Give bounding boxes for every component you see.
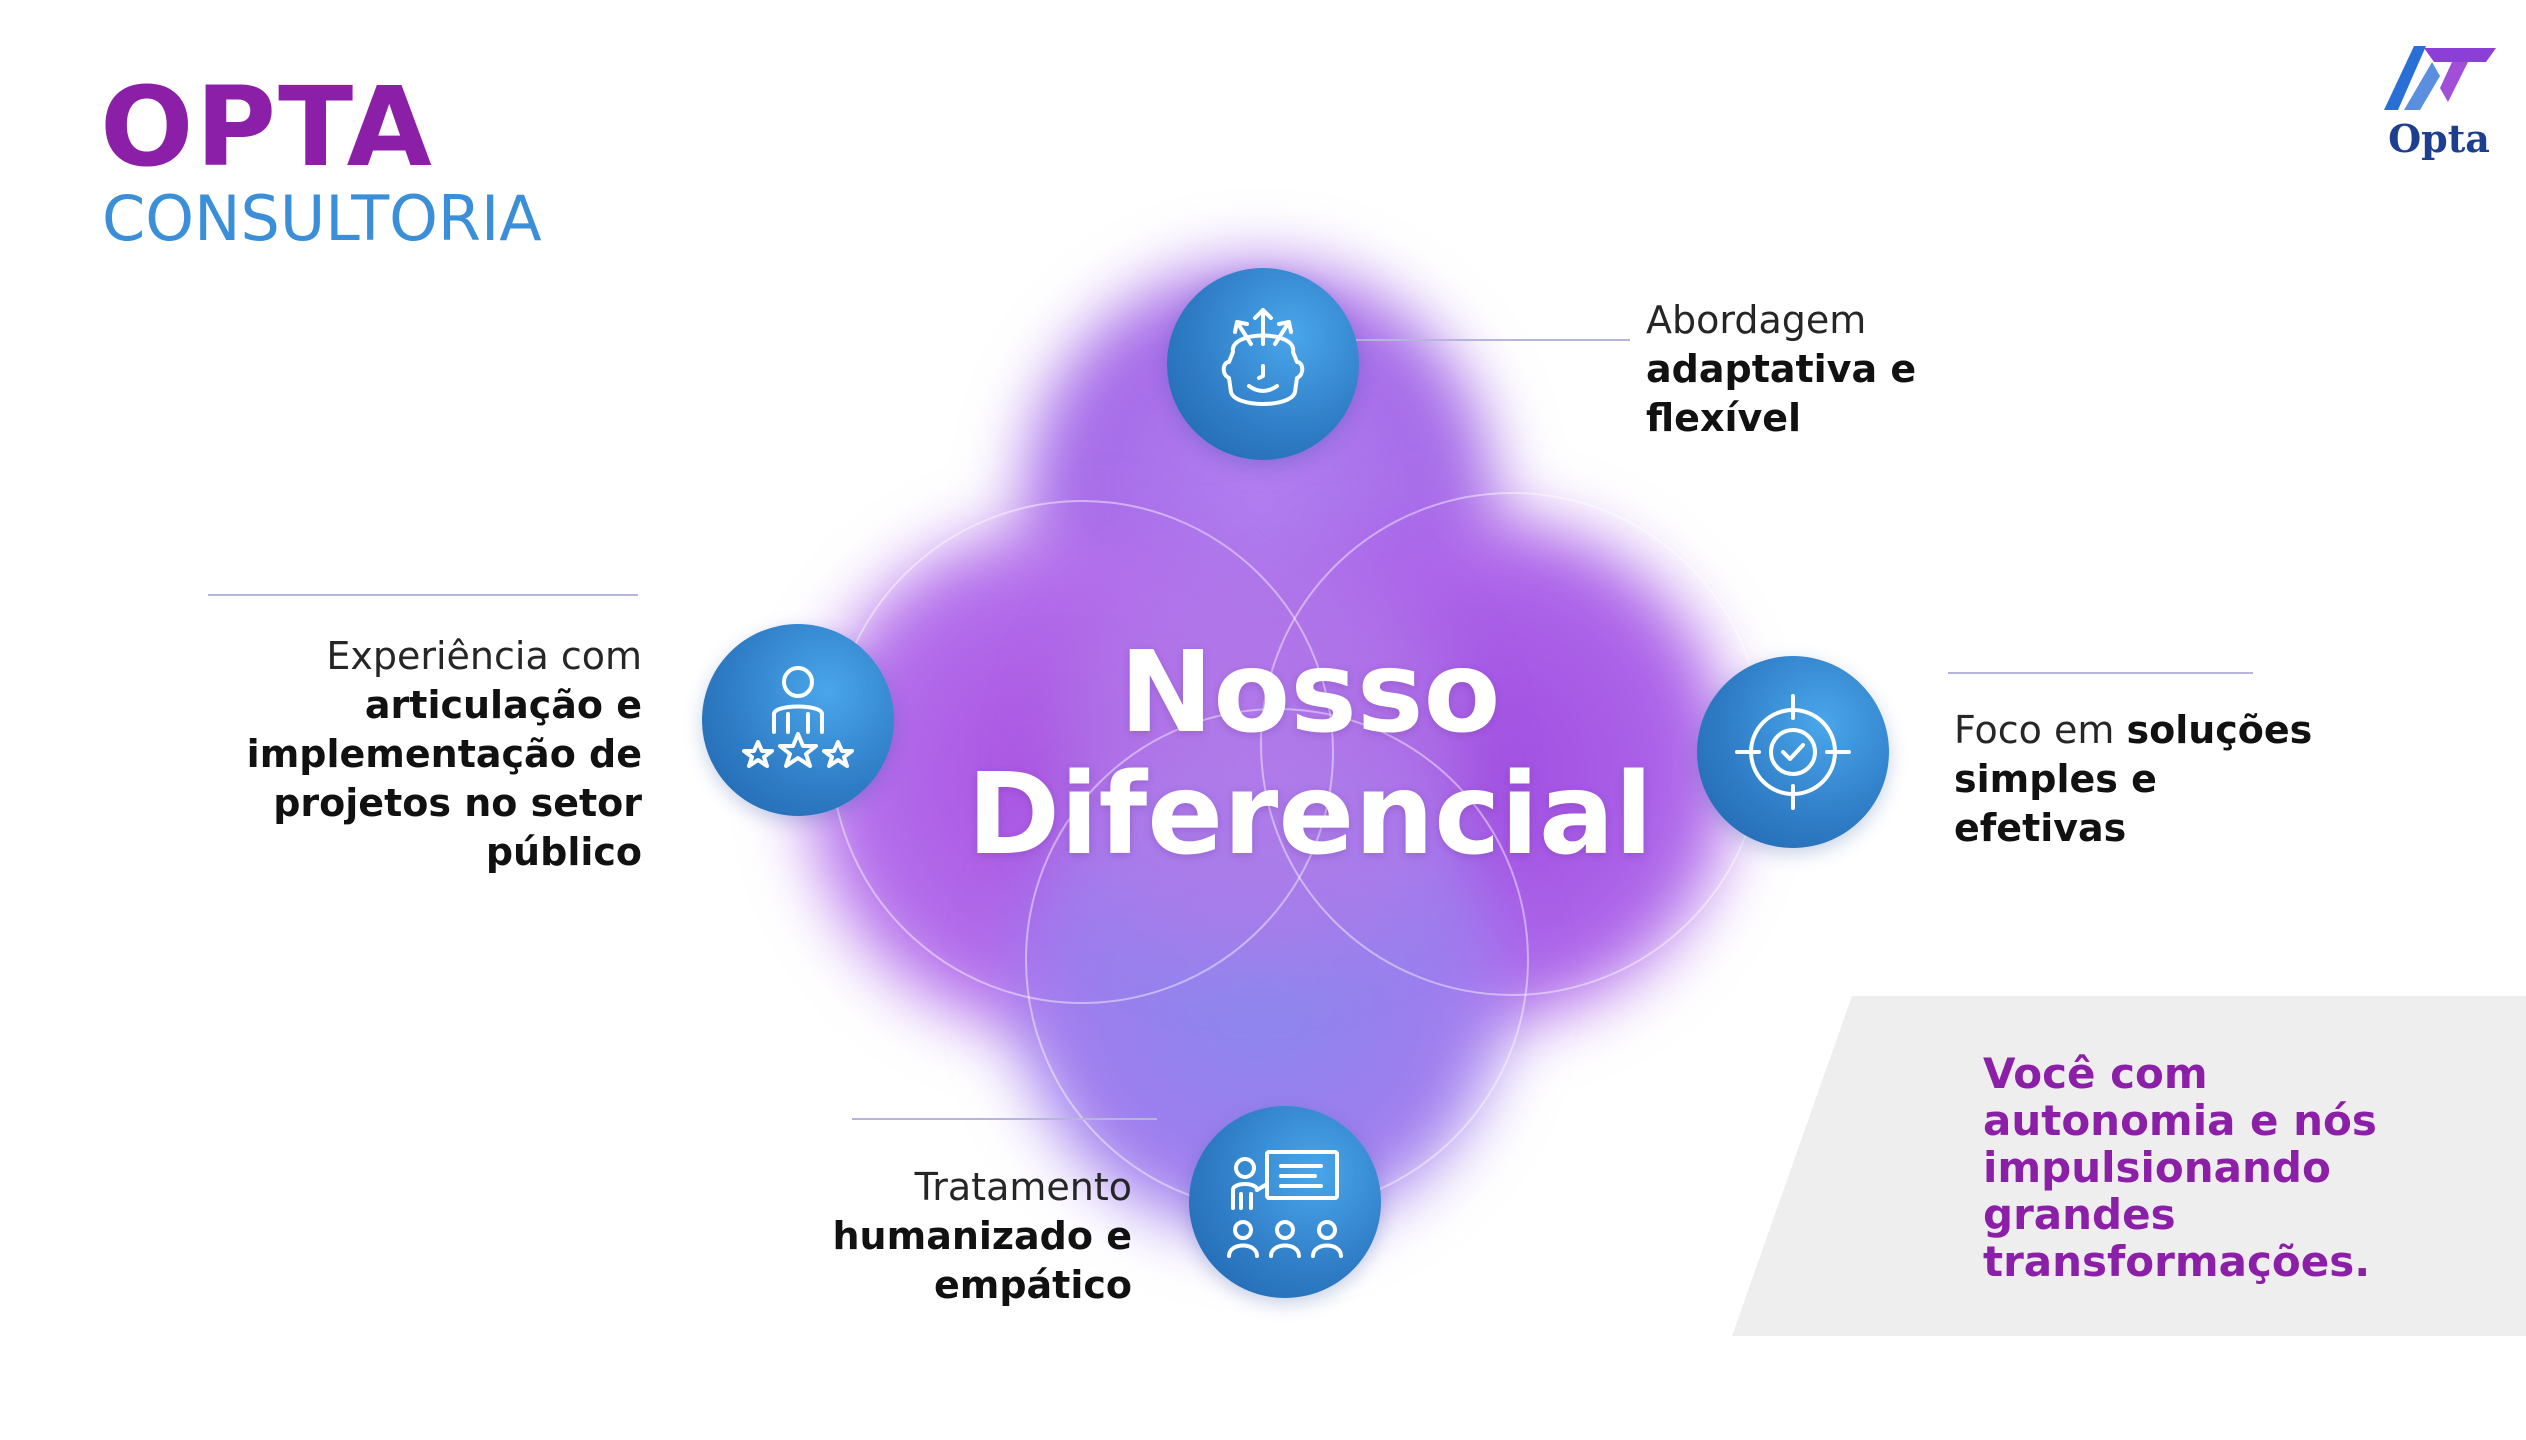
brand-title: OPTA	[100, 63, 434, 191]
item-label-light: Tratamento	[914, 1165, 1132, 1209]
head-ideas-icon	[1167, 268, 1359, 460]
connector-line-top	[1340, 339, 1630, 341]
item-label-bold: implementação de	[246, 732, 642, 776]
item-label-bold: adaptativa e	[1646, 347, 1917, 391]
center-title: Nosso Diferencial	[950, 632, 1670, 876]
connector-line-bottom	[852, 1118, 1157, 1120]
quote-line: impulsionando	[1983, 1143, 2331, 1192]
item-label-adaptive: Abordagem adaptativa e flexível	[1646, 296, 1966, 443]
quote-line: transformações.	[1983, 1237, 2371, 1286]
item-label-bold: público	[485, 830, 642, 874]
person-rating-stars-icon	[702, 624, 894, 816]
item-label-experience: Experiência com articulação e implementa…	[220, 632, 642, 877]
item-label-human: Tratamento humanizado e empático	[752, 1163, 1133, 1310]
item-label-bold: soluções	[2126, 708, 2313, 752]
item-label-bold: simples e	[1954, 757, 2157, 801]
opta-logo: Opta	[2374, 38, 2504, 168]
item-label-bold: articulação e	[364, 683, 642, 727]
item-label-bold: projetos no setor	[273, 781, 642, 825]
presentation-audience-icon	[1189, 1106, 1381, 1298]
item-label-bold: flexível	[1646, 396, 1802, 440]
quote-panel	[1732, 996, 2526, 1336]
item-label-light: Foco em	[1954, 708, 2115, 752]
item-label-focus: Foco em soluções simples e efetivas	[1954, 706, 2374, 853]
item-label-bold: efetivas	[1954, 806, 2127, 850]
item-label-light: Experiência com	[326, 634, 642, 678]
center-title-line2: Diferencial	[967, 750, 1653, 880]
brand-subtitle: CONSULTORIA	[102, 182, 542, 255]
quote-line: grandes	[1983, 1190, 2176, 1239]
item-label-bold: humanizado e	[832, 1214, 1133, 1258]
connector-line-right	[1948, 672, 2253, 674]
logo-mark-icon	[2384, 46, 2496, 110]
item-label-bold: empático	[933, 1263, 1132, 1307]
logo-text: Opta	[2388, 116, 2490, 161]
item-label-light: Abordagem	[1646, 298, 1867, 342]
quote-line: autonomia e nós	[1983, 1096, 2377, 1145]
quote-line: Você com	[1983, 1049, 2208, 1098]
center-title-line1: Nosso	[1119, 628, 1501, 758]
target-check-icon	[1697, 656, 1889, 848]
quote-text: Você com autonomia e nós impulsionando g…	[1983, 1050, 2503, 1285]
connector-line-left	[208, 594, 638, 596]
